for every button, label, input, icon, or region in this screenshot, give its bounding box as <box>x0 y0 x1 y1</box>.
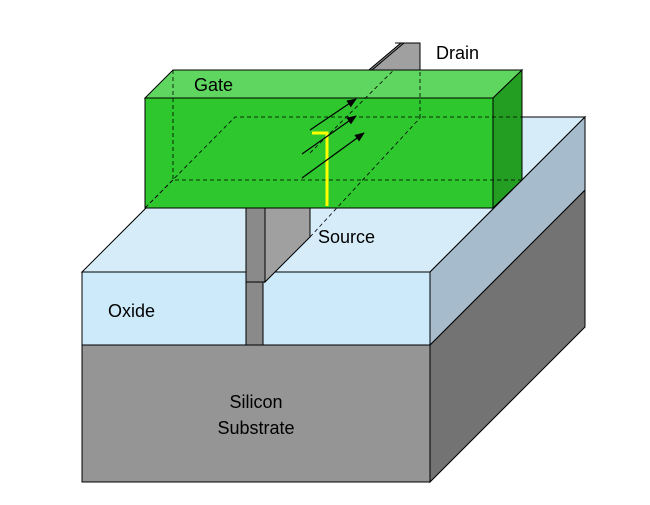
substrate-label-line1: Silicon <box>229 392 282 412</box>
source-label: Source <box>318 227 375 247</box>
fin-front-face-upper <box>367 42 406 71</box>
fin-slot-front <box>245 271 264 346</box>
fin-front-face <box>245 197 266 283</box>
arrow-icon <box>301 115 357 155</box>
fin-hidden-edge-3 <box>309 117 421 238</box>
drain-label: Drain <box>436 43 479 63</box>
channel-highlight <box>312 131 329 206</box>
arrow-icon <box>301 132 365 179</box>
substrate-label-line2: Substrate <box>217 418 294 438</box>
oxide-side-face <box>429 115 586 347</box>
arrow-icon <box>309 98 357 131</box>
silicon-substrate <box>81 188 586 484</box>
gate-front-face <box>144 97 494 209</box>
substrate-front-face <box>81 344 431 483</box>
fin-upper <box>367 42 421 71</box>
oxide-label: Oxide <box>108 301 155 321</box>
gate-label: Gate <box>194 75 233 95</box>
gate-hidden-edge-1 <box>172 70 522 181</box>
gate-oxide-interface <box>144 116 522 209</box>
gate <box>143 43 524 238</box>
current-flow-arrows <box>301 98 365 179</box>
